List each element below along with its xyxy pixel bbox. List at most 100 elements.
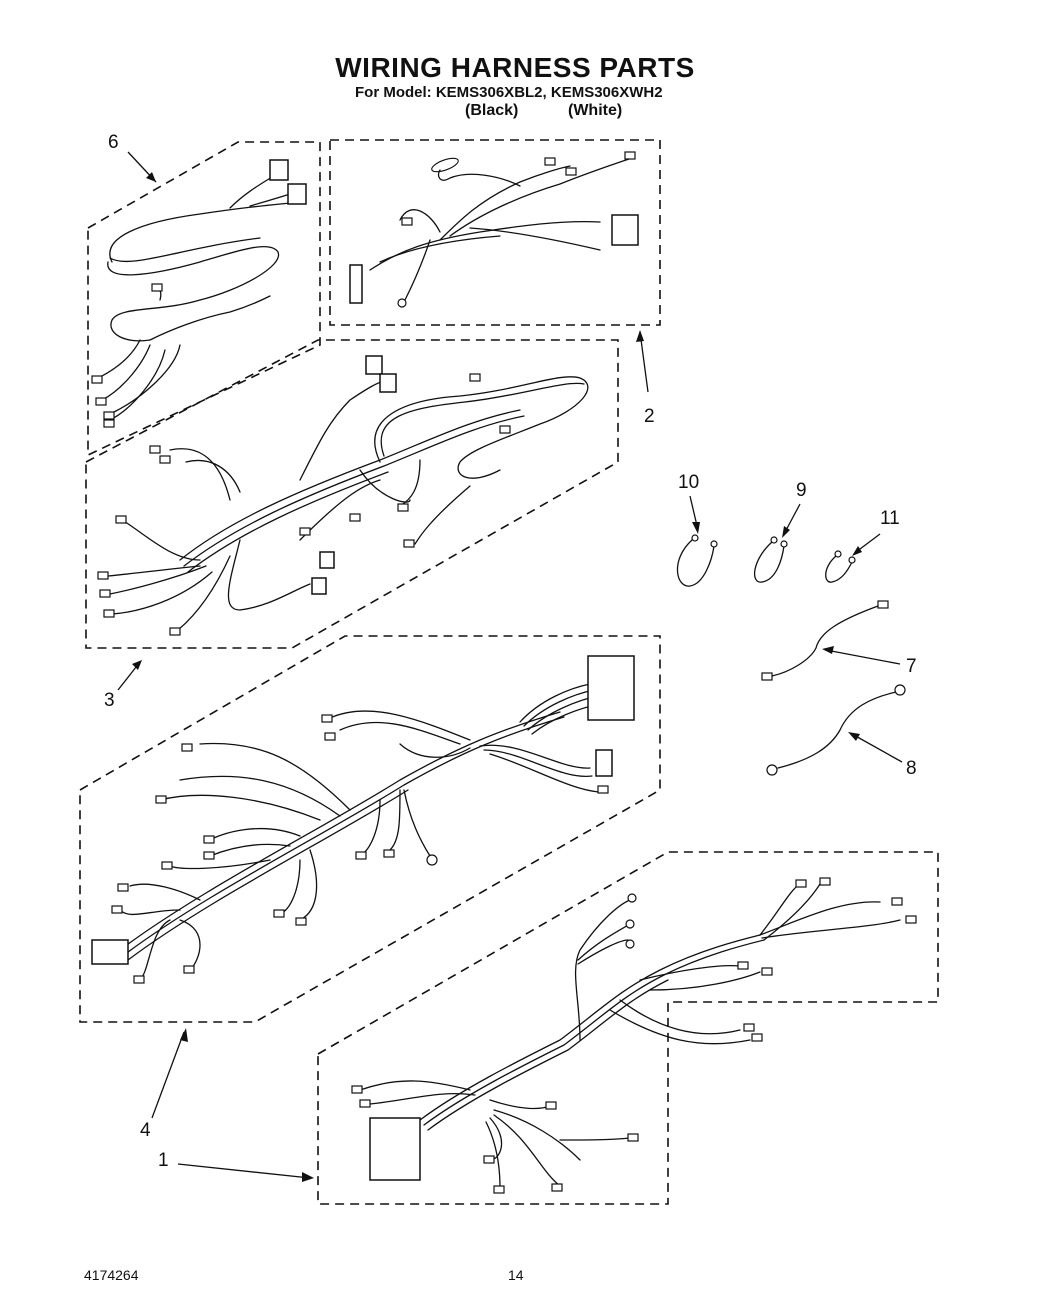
harness-1 (317, 851, 939, 1205)
terminal (819, 877, 831, 886)
terminal (91, 375, 103, 384)
terminal (299, 527, 311, 536)
terminal (295, 917, 307, 926)
terminal (397, 503, 409, 512)
ring-terminal (627, 893, 637, 903)
ring-terminal (625, 939, 635, 949)
terminal (117, 883, 129, 892)
callout-3: 3 (104, 690, 115, 711)
ring-terminal (848, 556, 856, 564)
variant-black-label: (Black) (465, 102, 519, 119)
harness-2-outline (329, 139, 661, 326)
terminal (273, 909, 285, 918)
terminal (203, 851, 215, 860)
terminal (181, 743, 193, 752)
terminal (99, 589, 111, 598)
terminal (761, 672, 773, 681)
terminal (761, 967, 773, 976)
terminal (493, 1185, 505, 1194)
terminal (161, 861, 173, 870)
harness-6 (87, 141, 321, 457)
connector-block (319, 551, 335, 569)
connector-block (595, 749, 613, 777)
terminal (597, 785, 609, 794)
switch-connector (611, 214, 639, 246)
terminal (149, 445, 161, 454)
terminal (483, 1155, 495, 1164)
terminal (499, 425, 511, 434)
connector-block (91, 939, 129, 965)
terminal (743, 1023, 755, 1032)
terminal (627, 1133, 639, 1142)
ring-terminal (770, 536, 778, 544)
jumper-11 (825, 550, 856, 583)
terminal (545, 1101, 557, 1110)
terminal (95, 397, 107, 406)
terminal (624, 151, 636, 160)
terminal (203, 835, 215, 844)
terminal (469, 373, 481, 382)
terminal (103, 411, 115, 420)
page-number: 14 (508, 1267, 524, 1283)
callout-8: 8 (906, 758, 917, 779)
ring-terminal (625, 919, 635, 929)
page-title: WIRING HARNESS PARTS (335, 52, 695, 83)
connector-block (369, 1117, 421, 1181)
connector-block (287, 183, 307, 205)
connector-block (587, 655, 635, 721)
terminal (905, 915, 917, 924)
ring-terminal (780, 540, 788, 548)
terminal (751, 1033, 763, 1042)
terminal (133, 975, 145, 984)
variant-white-label: (White) (568, 102, 623, 119)
jumper-10 (676, 534, 718, 587)
callout-10: 10 (678, 472, 700, 493)
terminal (891, 897, 903, 906)
terminal (155, 795, 167, 804)
terminal (349, 513, 361, 522)
connector-block (311, 577, 327, 595)
callout-11: 11 (880, 508, 900, 529)
terminal (324, 732, 336, 741)
connector-block (269, 159, 289, 181)
terminal (103, 609, 115, 618)
callout-7: 7 (906, 656, 917, 677)
terminal (877, 600, 889, 609)
ring-terminal (766, 764, 778, 776)
terminal (551, 1183, 563, 1192)
callout-6: 6 (108, 132, 119, 153)
callout-2: 2 (644, 406, 655, 427)
wire-8 (766, 684, 906, 776)
terminal (383, 849, 395, 858)
ring-terminal (691, 534, 699, 542)
wire-7 (761, 600, 889, 681)
callout-9: 9 (796, 480, 807, 501)
terminal (97, 571, 109, 580)
terminal (359, 1099, 371, 1108)
terminal (103, 419, 115, 428)
ring-terminal (397, 298, 407, 308)
document-part-number: 4174264 (84, 1267, 139, 1283)
jumper-9 (753, 536, 788, 583)
terminal (565, 167, 577, 176)
model-line: For Model: KEMS306XBL2, KEMS306XWH2 (355, 84, 663, 101)
terminal (321, 714, 333, 723)
harness-2 (329, 139, 661, 326)
terminal (544, 157, 556, 166)
callout-1: 1 (158, 1150, 169, 1171)
terminal (351, 1085, 363, 1094)
terminal (151, 283, 163, 292)
harness-3-outline (85, 339, 619, 649)
terminal (115, 515, 127, 524)
terminal (169, 627, 181, 636)
ring-terminal (834, 550, 842, 558)
terminal (111, 905, 123, 914)
ring-terminal (710, 540, 718, 548)
ring-terminal (426, 854, 438, 866)
harness-3 (85, 339, 619, 649)
terminal (795, 879, 807, 888)
connector-block (379, 373, 397, 393)
connector-block (349, 264, 363, 304)
connector-block (365, 355, 383, 375)
leader-lines (117, 151, 903, 1182)
